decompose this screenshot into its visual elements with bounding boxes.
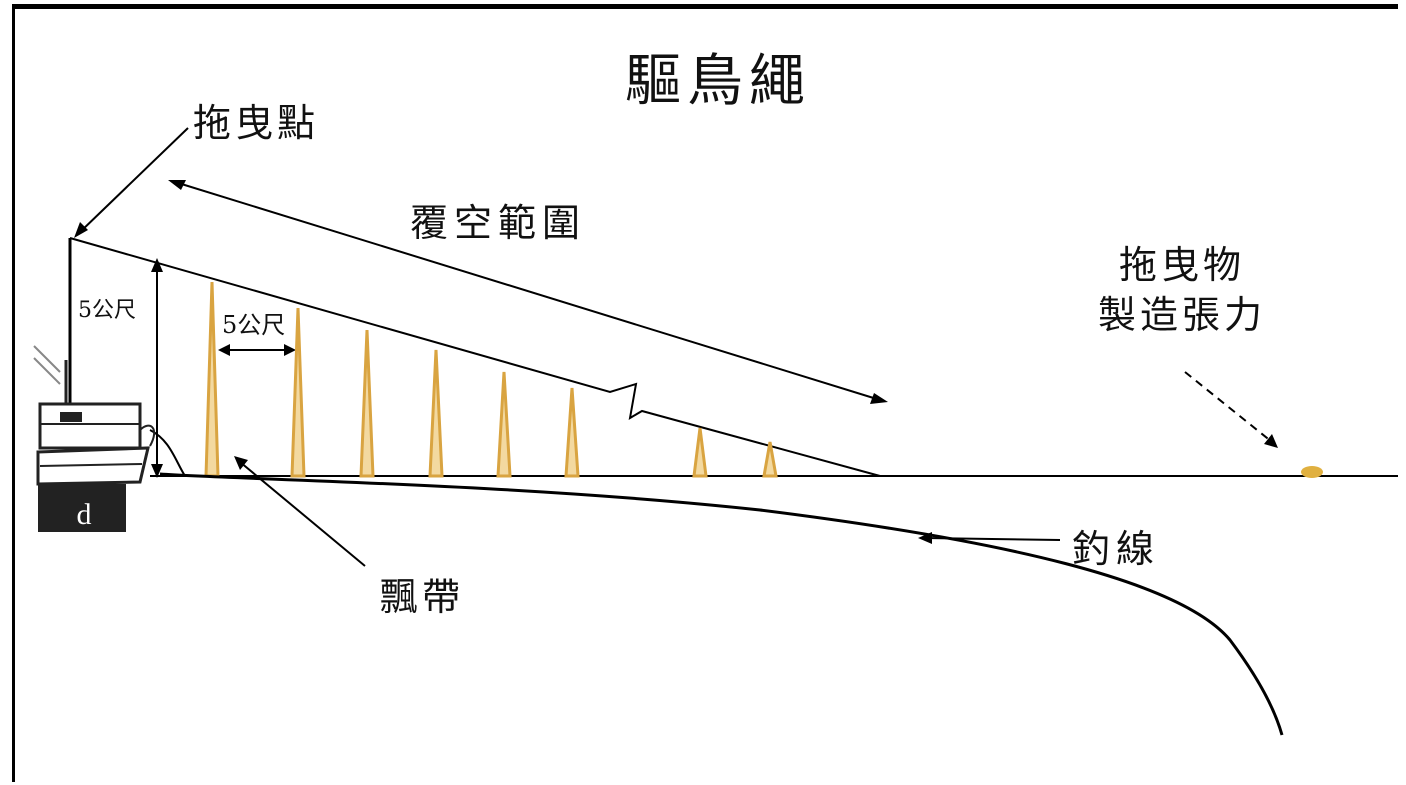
streamer-8 [762, 441, 778, 478]
streamer-7 [692, 427, 708, 478]
towed-object-label: 拖曳物 製造張力 [1098, 240, 1266, 340]
towed-object [1301, 466, 1323, 478]
streamer-2 [290, 307, 306, 478]
spacing-arrow-right [284, 344, 296, 356]
hull-stripe [39, 463, 143, 467]
wheelhouse [38, 402, 142, 450]
streamers [204, 281, 778, 478]
image-frame [12, 4, 1398, 782]
diagram-title: 驅鳥繩 [625, 49, 811, 114]
vessel-stern-rail [139, 424, 156, 447]
height-dimension-label: 5公尺 [78, 298, 136, 323]
vessel: d [33, 345, 156, 532]
vessel-keel [38, 484, 126, 532]
coverage-label: 覆空範圍 [410, 201, 587, 245]
height-arrow-top [151, 258, 163, 272]
spacing-dimension-label: 5公尺 [222, 311, 286, 339]
spacing-arrow-left [218, 344, 230, 356]
mast-stay-2 [33, 357, 61, 385]
towed-object-label-line2: 製造張力 [1098, 293, 1267, 337]
coverage-arrowhead-left [168, 180, 186, 190]
fishing-line-label: 釣線 [1072, 527, 1161, 571]
tow-point-arrowhead [74, 222, 88, 238]
coverage-arrowhead-right [870, 393, 888, 404]
height-arrow-bottom [151, 464, 163, 478]
fishing-line [159, 472, 1284, 736]
streamer-5 [496, 371, 512, 478]
tow-point-pointer [77, 127, 189, 235]
streamer-3 [359, 329, 375, 478]
fishing-line-pointer [924, 537, 1061, 541]
streamer-label: 飄帶 [380, 575, 465, 619]
wheelhouse-window [60, 412, 82, 422]
towed-object-arrowhead [1264, 434, 1278, 448]
streamer-pointer [239, 461, 366, 567]
towed-object-pointer [1184, 371, 1273, 443]
tow-point-label: 拖曳點 [193, 101, 320, 145]
towed-object-label-line1: 拖曳物 [1119, 243, 1246, 287]
streamer-1 [204, 281, 220, 478]
streamer-arrowhead [234, 456, 248, 470]
coverage-arrow [174, 181, 881, 401]
tori-line [69, 237, 881, 477]
mast-stay-1 [33, 345, 61, 373]
streamer-4 [428, 349, 444, 478]
streamer-6 [564, 387, 580, 478]
vessel-keel-mark: d [77, 498, 92, 531]
fishing-line-arrowhead [918, 532, 932, 544]
